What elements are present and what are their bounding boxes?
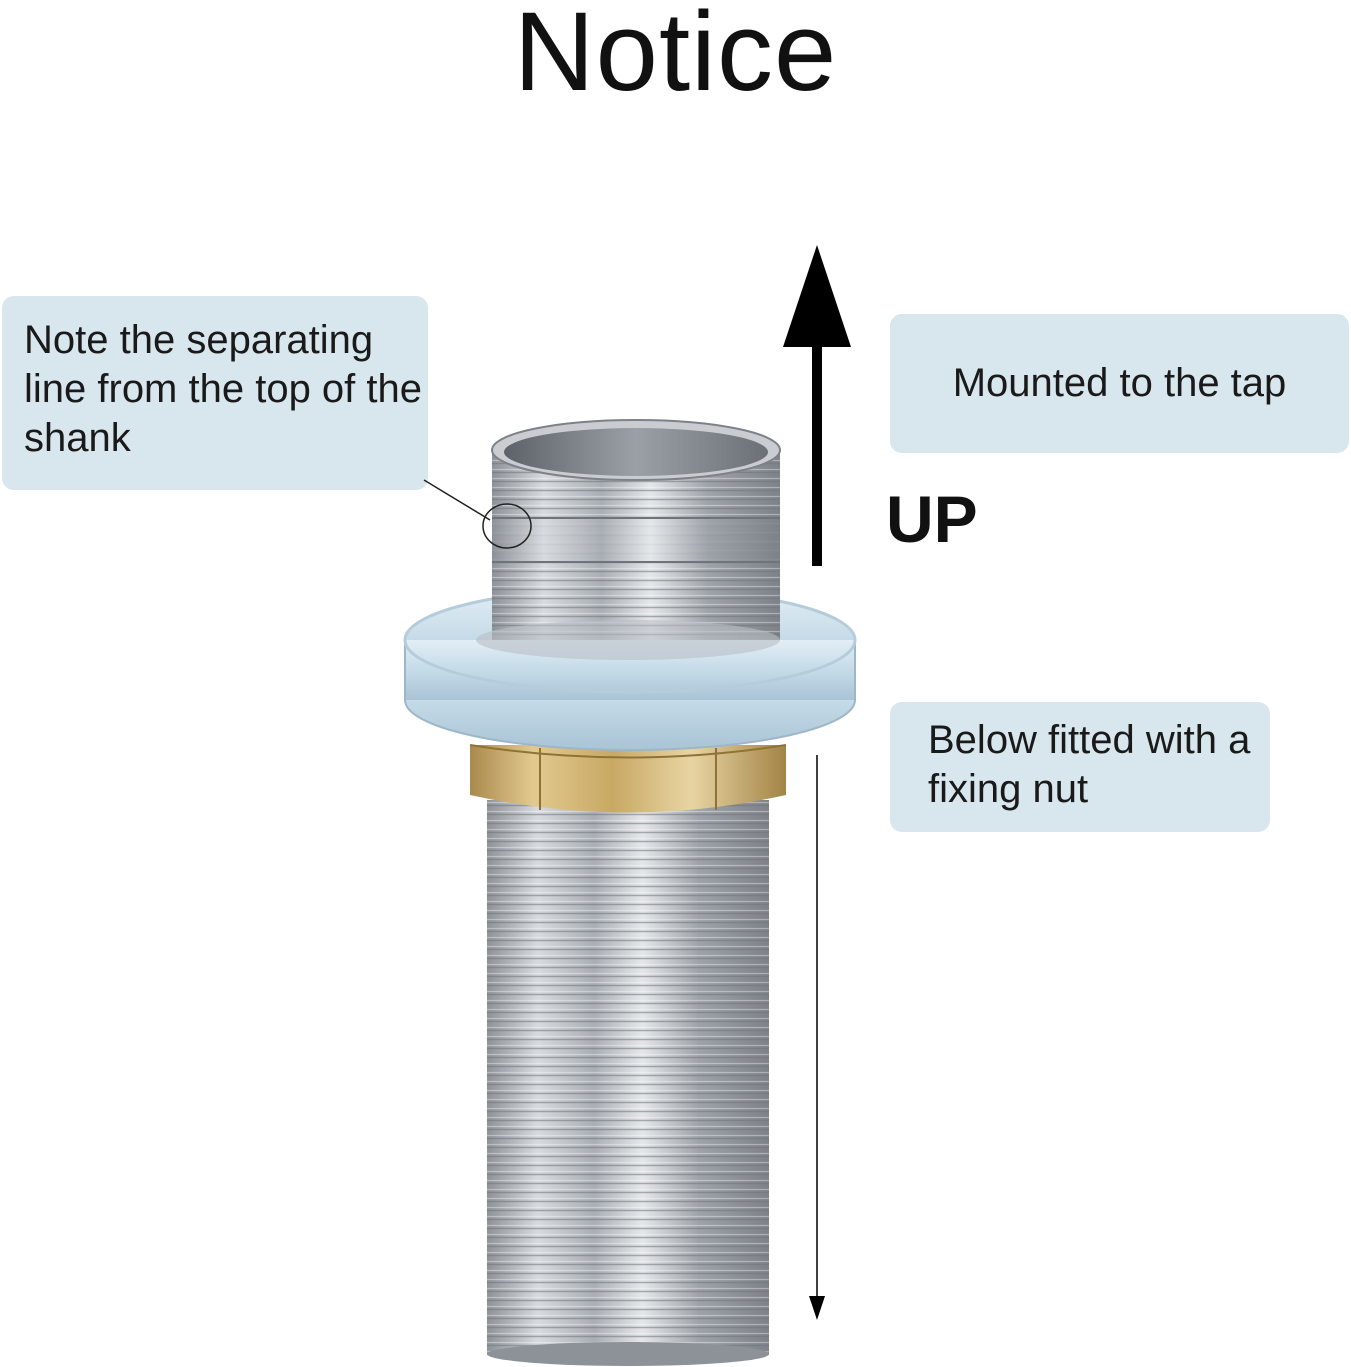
page-title: Notice [513, 0, 838, 114]
upper-shank [476, 419, 781, 660]
callout-separating-line-text: Note the separating line from the top of… [24, 318, 423, 460]
separating-line-marker [423, 479, 532, 549]
callout-separating-line: Note the separating line from the top of… [2, 296, 428, 490]
callout-below-text: Below fitted with a fixing nut [928, 718, 1251, 811]
up-arrow-icon [783, 245, 851, 566]
up-label: UP [886, 482, 978, 556]
callout-mounted-text: Mounted to the tap [952, 361, 1287, 405]
brass-fixing-nut [469, 744, 787, 813]
callout-mounted-to-tap: Mounted to the tap [890, 314, 1349, 453]
callout-fixing-nut: Below fitted with a fixing nut [890, 702, 1270, 832]
lower-shank [487, 800, 769, 1366]
down-arrow-icon [809, 755, 825, 1320]
